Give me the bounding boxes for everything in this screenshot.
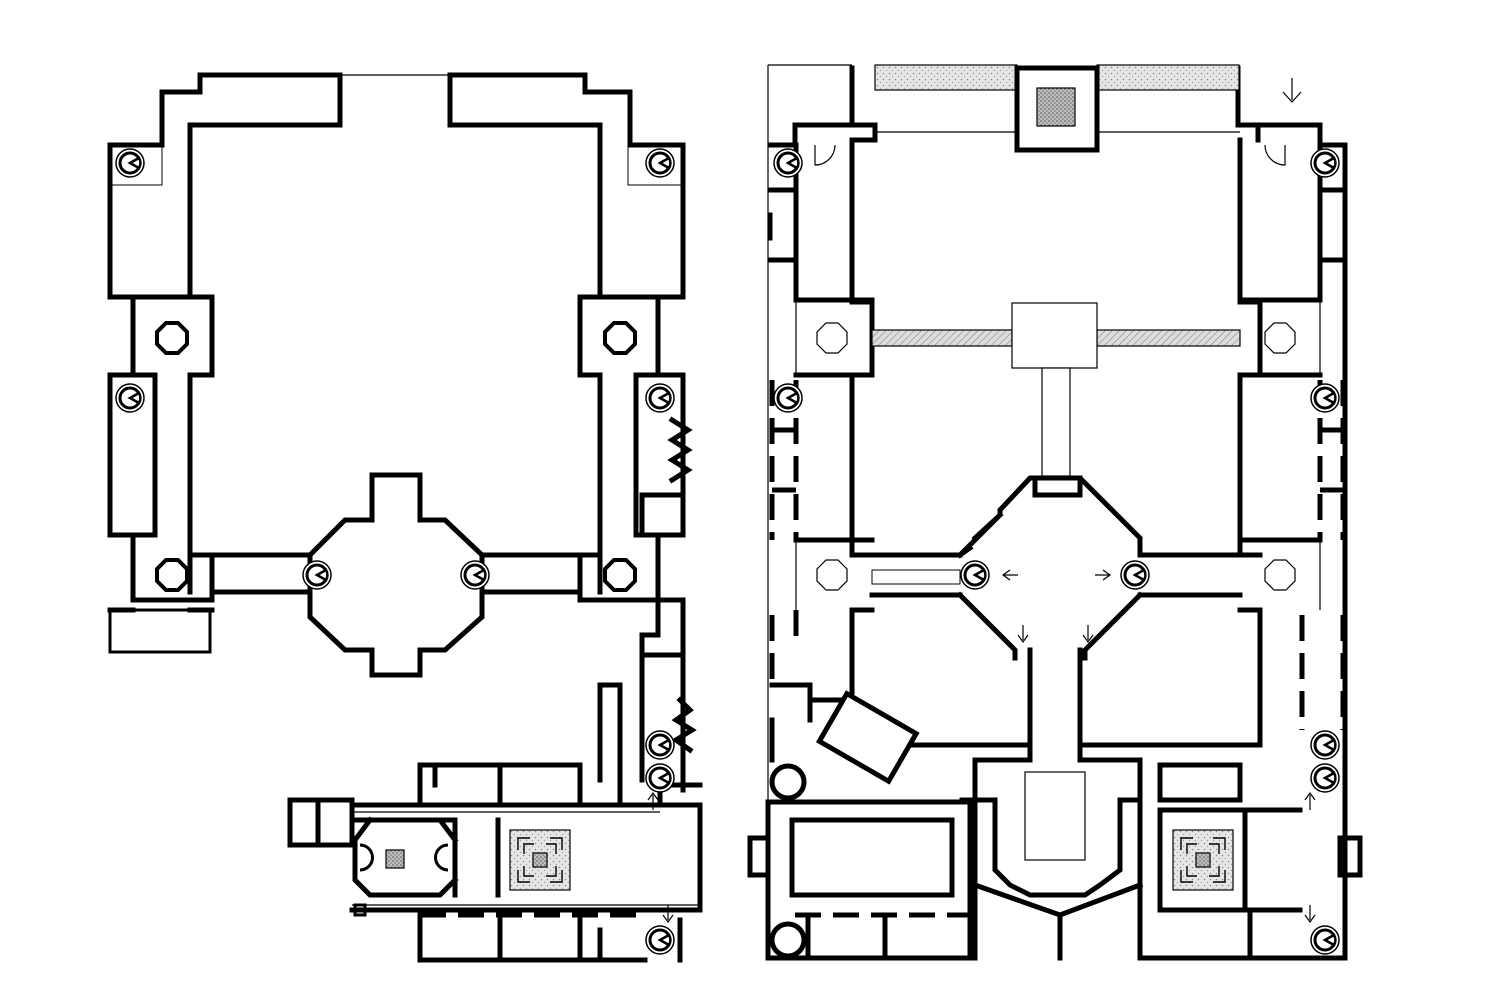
column-icon <box>603 321 637 355</box>
arrow-icon <box>1001 569 1018 581</box>
arrow-icon <box>662 905 674 924</box>
stair-icon <box>114 382 146 414</box>
arrow-icon <box>1304 791 1316 810</box>
arrow-icon <box>1282 78 1302 103</box>
left-plan-outer-wall <box>107 72 686 378</box>
column-icon <box>1264 322 1296 354</box>
stair-icon <box>644 382 676 414</box>
stair-icon <box>459 559 491 591</box>
stair-icon <box>1309 147 1341 179</box>
column-icon <box>155 558 189 592</box>
stair-icon <box>644 729 676 761</box>
right-plan <box>747 64 1363 961</box>
round-tower <box>769 921 807 959</box>
arrow-icon <box>1304 905 1316 924</box>
stair-icon <box>114 147 146 179</box>
stair-icon <box>772 147 804 179</box>
portico-core <box>1036 87 1076 127</box>
courtyard-icon <box>1172 829 1234 891</box>
terrace-right <box>1096 64 1240 91</box>
left-plan <box>107 72 703 963</box>
stair-icon <box>772 382 804 414</box>
beam-left <box>871 329 1013 347</box>
arrow-icon <box>1095 569 1112 581</box>
arrow-icon <box>1017 625 1029 644</box>
stair-icon <box>644 924 676 956</box>
arrow-icon <box>647 791 659 810</box>
stair-icon <box>1119 559 1151 591</box>
stair-icon <box>1309 762 1341 794</box>
chapel-altar <box>385 849 405 869</box>
round-tower <box>769 763 807 801</box>
column-icon <box>603 558 637 592</box>
beam-right <box>1096 329 1241 347</box>
column-icon <box>816 322 848 354</box>
stair-icon <box>1309 924 1341 956</box>
column-icon <box>155 321 189 355</box>
stair-icon <box>301 559 333 591</box>
stair-icon <box>959 559 991 591</box>
stair-icon <box>644 762 676 794</box>
column-icon <box>816 559 848 591</box>
stair-icon <box>1309 382 1341 414</box>
terrace-left <box>874 64 1018 91</box>
courtyard-icon <box>509 829 571 891</box>
arrow-icon <box>1082 625 1094 644</box>
column-icon <box>1264 559 1296 591</box>
stair-icon <box>1309 729 1341 761</box>
rotated-room <box>815 690 920 785</box>
stair-icon <box>644 147 676 179</box>
